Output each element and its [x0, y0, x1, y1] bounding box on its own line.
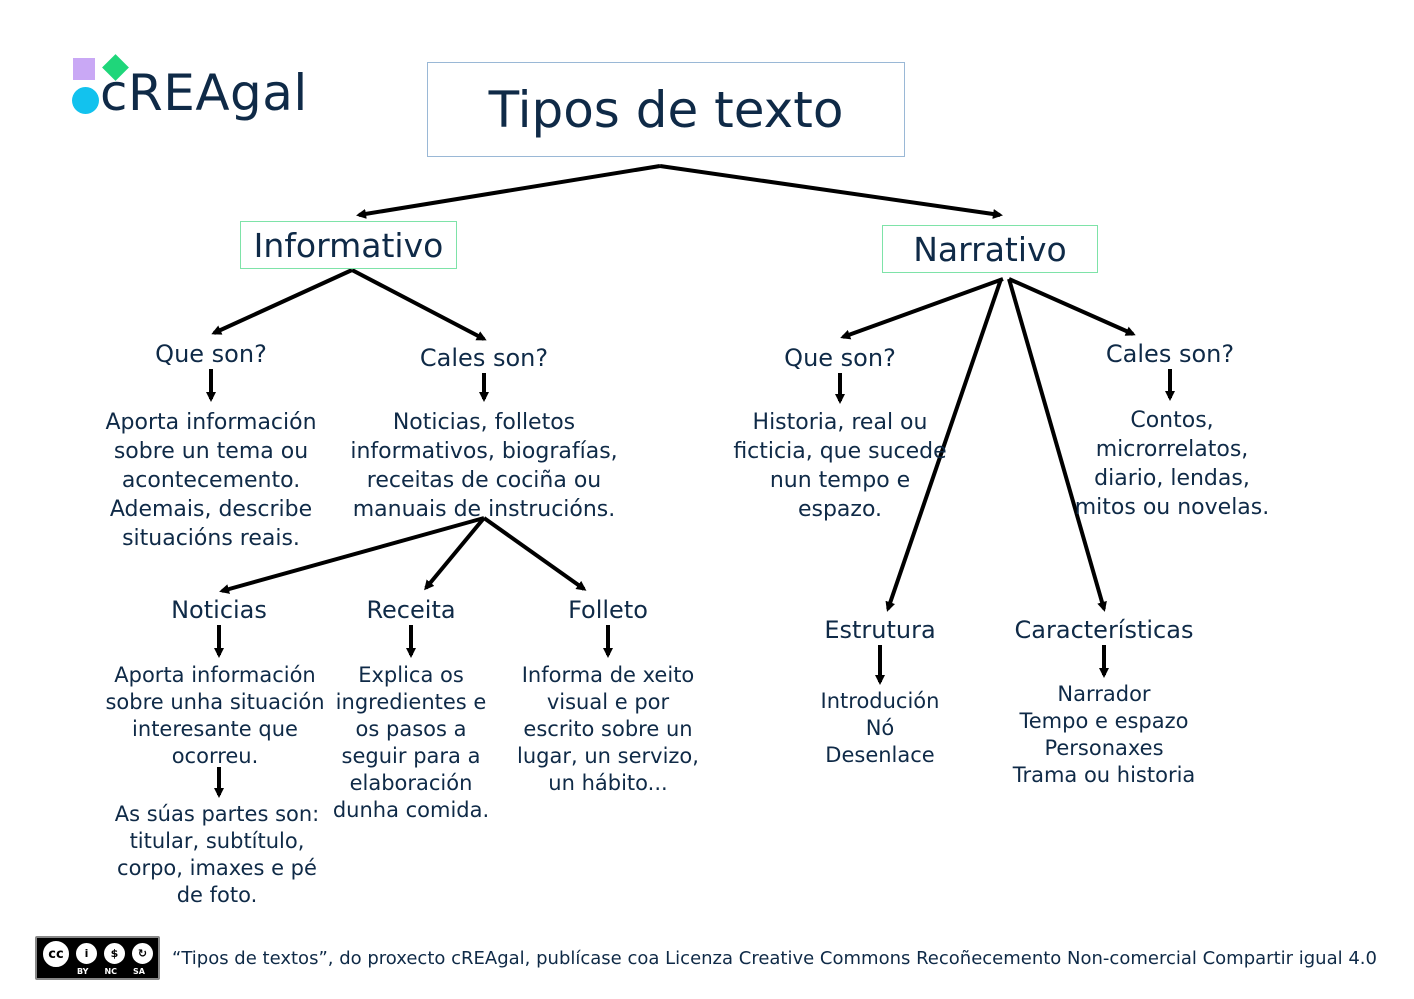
narrativo-box: Narrativo	[882, 225, 1098, 273]
arrow-title-narrativo	[659, 164, 1003, 219]
noticias-partes-text: As súas partes son: titular, subtítulo, …	[114, 802, 320, 907]
nar-queson-label: Que son?	[784, 344, 896, 372]
caracteristicas-text: Narrador Tempo e espazo Personaxes Trama…	[1012, 682, 1196, 787]
inf-queson-text: Aporta información sobre un tema ou acon…	[105, 410, 317, 551]
informativo-box: Informativo	[240, 221, 457, 269]
inf-queson-label: Que son?	[155, 340, 267, 368]
folleto-label: Folleto	[568, 596, 648, 624]
noticias-label: Noticias	[171, 596, 267, 624]
cc-nc-label: NC	[104, 967, 118, 976]
caracteristicas-label: Características	[1014, 616, 1194, 644]
cc-icon: cc	[41, 939, 71, 969]
estrutura-text: Introdución Nó Desenlace	[820, 689, 940, 767]
cc-sa-label: SA	[133, 967, 145, 976]
cc-by-label: BY	[77, 967, 89, 976]
folleto-text: Informa de xeito visual e por escrito so…	[517, 663, 699, 795]
inf-calesson-text: Noticias, folletos informativos, biograf…	[350, 410, 618, 522]
receita-text: Explica os ingredientes e os pasos a seg…	[332, 663, 490, 822]
license-text: “Tipos de textos”, do proxecto cREAgal, …	[172, 948, 1377, 969]
arrow-calesson-receita	[424, 516, 486, 591]
receita-label: Receita	[366, 596, 456, 624]
nar-calesson-label: Cales son?	[1105, 340, 1235, 368]
inf-calesson-label: Cales son?	[419, 344, 549, 372]
logo-purple-square	[73, 58, 95, 80]
nar-queson-text: Historia, real ou ficticia, que sucede n…	[733, 410, 947, 522]
sa-share-icon: ↻	[130, 941, 155, 966]
arrow-calesson-folleto	[482, 516, 587, 591]
diagram-title: Tipos de texto	[427, 62, 905, 157]
logo-text: cREAgal	[100, 64, 308, 122]
arrow-narrativo-calesson	[1008, 277, 1136, 336]
arrow-informativo-queson	[211, 268, 353, 335]
cc-license-badge: cc i $ ↻ BY NC SA	[35, 936, 160, 980]
nc-dollar-icon: $	[102, 941, 127, 966]
by-person-icon: i	[74, 941, 99, 966]
logo	[72, 54, 312, 120]
noticias-text: Aporta información sobre unha situación …	[105, 663, 325, 768]
nar-calesson-text: Contos, microrrelatos, diario, lendas, m…	[1074, 408, 1270, 520]
logo-cyan-circle	[72, 87, 99, 114]
arrow-narrativo-queson	[840, 277, 1004, 340]
estrutura-label: Estrutura	[824, 616, 936, 644]
arrow-title-informativo	[356, 164, 661, 219]
arrow-informativo-calesson	[351, 268, 487, 341]
